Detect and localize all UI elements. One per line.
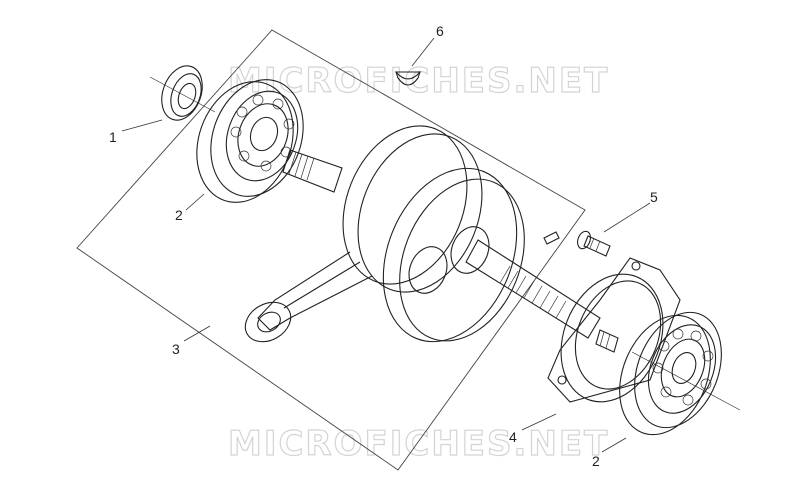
main-bearing-left-part bbox=[196, 79, 304, 203]
watermark-bottom: MICROFICHES.NET bbox=[228, 424, 609, 464]
callout-3: 3 bbox=[172, 341, 180, 357]
callout-6: 6 bbox=[436, 23, 444, 39]
leader-line-5 bbox=[603, 202, 651, 233]
bearing-flange-part bbox=[547, 257, 681, 403]
woodruff-key-part bbox=[394, 71, 422, 86]
callout-2-right: 2 bbox=[592, 453, 600, 469]
callout-1: 1 bbox=[109, 129, 117, 145]
main-bearing-right-part bbox=[619, 311, 741, 436]
oil-seal-part bbox=[149, 65, 216, 121]
leader-line-2-left bbox=[185, 193, 205, 211]
leader-line-6 bbox=[411, 37, 435, 67]
callout-5: 5 bbox=[650, 189, 658, 205]
crankshaft-assembly-outline bbox=[76, 29, 586, 471]
leader-line-3 bbox=[183, 325, 211, 342]
crankshaft-part bbox=[244, 125, 601, 343]
leader-line-4 bbox=[521, 413, 557, 431]
leader-line-2-right bbox=[601, 437, 627, 453]
screw-part bbox=[577, 230, 611, 257]
watermark-top: MICROFICHES.NET bbox=[228, 61, 609, 101]
leader-line-1 bbox=[121, 119, 163, 132]
callout-2-left: 2 bbox=[175, 207, 183, 223]
callout-4: 4 bbox=[509, 429, 517, 445]
